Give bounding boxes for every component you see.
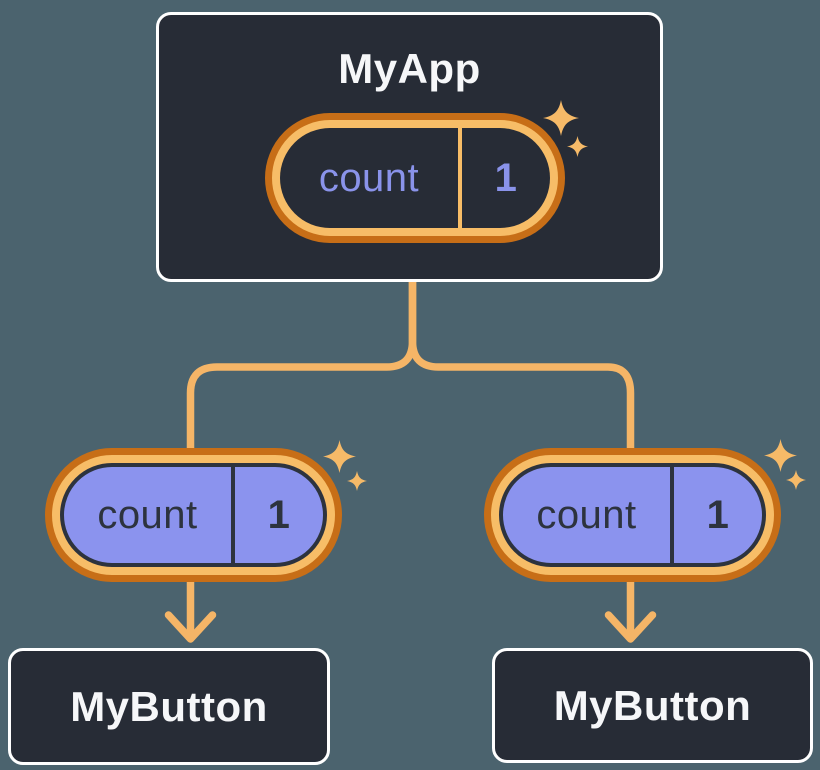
sparkle-icon	[786, 470, 806, 490]
left-prop-badge-core: count 1	[60, 463, 327, 567]
state-badge-core: count 1	[280, 128, 550, 228]
state-badge-divider	[458, 128, 462, 228]
right-prop-badge: count 1	[484, 448, 781, 582]
sparkle-icon	[347, 471, 367, 491]
sparkle-icon	[323, 440, 356, 473]
connector-root-to-left-child	[186, 276, 417, 462]
left-prop-badge: count 1	[45, 448, 342, 582]
left-child-component-title: MyButton	[70, 682, 268, 730]
state-badge: count 1	[265, 113, 565, 243]
arrowhead-right-icon	[604, 611, 657, 643]
left-prop-value-label: 1	[267, 492, 291, 537]
left-prop-badge-divider	[231, 467, 235, 563]
left-prop-name-label: count	[97, 492, 198, 537]
right-prop-name-label: count	[536, 492, 637, 537]
right-child-component-title: MyButton	[553, 681, 752, 729]
sparkle-icon	[567, 136, 588, 157]
root-component-title: MyApp	[338, 45, 481, 92]
left-child-component-node: MyButton	[8, 648, 330, 765]
right-prop-badge-divider	[670, 467, 674, 563]
right-prop-value-label: 1	[706, 492, 730, 537]
sparkle-icon	[543, 100, 579, 136]
right-child-component-node: MyButton	[492, 648, 813, 763]
sparkle-icon	[764, 439, 797, 472]
state-name-label: count	[318, 155, 420, 200]
state-value-label: 1	[494, 155, 518, 200]
arrowhead-left-icon	[164, 611, 217, 643]
connector-root-to-right-child	[408, 276, 635, 462]
right-prop-badge-core: count 1	[499, 463, 766, 567]
